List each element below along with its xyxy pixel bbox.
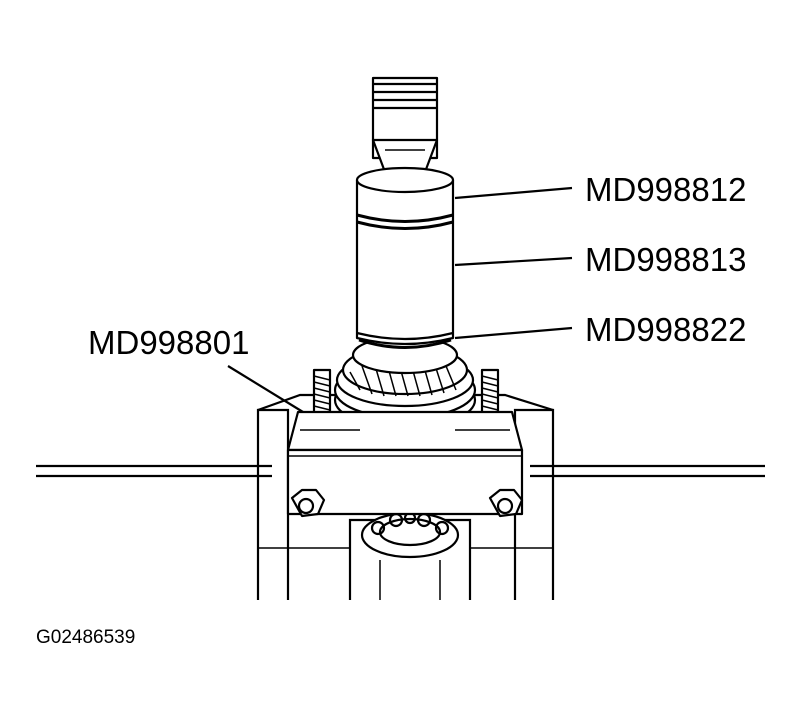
leader-lines xyxy=(227,186,573,413)
press-ram xyxy=(371,76,439,174)
leader-md998822 xyxy=(454,326,573,340)
bearing xyxy=(360,511,460,559)
leader-md998812 xyxy=(454,186,573,200)
plate-md998801 xyxy=(286,410,524,518)
leader-md998801 xyxy=(227,365,304,413)
plate-bolt-right xyxy=(488,488,524,518)
figure-code: G02486539 xyxy=(36,627,136,648)
leader-md998813 xyxy=(454,256,573,267)
label-md998801: MD998801 xyxy=(88,324,250,361)
press-bed-rails xyxy=(36,464,765,478)
plate-bolt-left xyxy=(290,488,326,518)
tool-stack xyxy=(355,166,455,349)
label-md998813: MD998813 xyxy=(585,241,747,278)
label-md998822: MD998822 xyxy=(585,311,747,348)
label-md998812: MD998812 xyxy=(585,171,747,208)
